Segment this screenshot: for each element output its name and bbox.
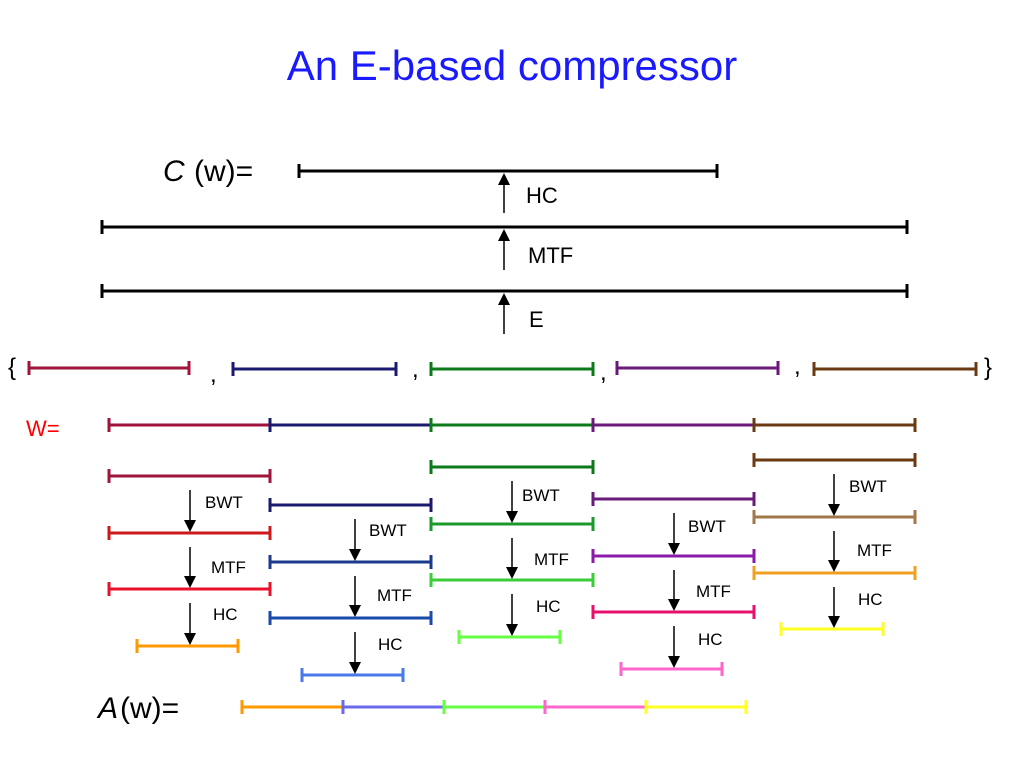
- w-equation-label: W=: [26, 416, 60, 441]
- block-5-step-hc-label: HC: [858, 590, 883, 609]
- set-open-brace: {: [8, 354, 16, 381]
- block-5-input: [752, 453, 917, 467]
- block-4-step-mtf-label: MTF: [696, 582, 731, 601]
- block-3-step-hc-label: HC: [536, 597, 561, 616]
- set-comma-1: ,: [210, 361, 217, 388]
- block-2-input: [268, 498, 433, 512]
- mtf-level-segment: [100, 220, 909, 234]
- block-4-mtf-output: [591, 605, 756, 619]
- w-segment-2: [268, 418, 433, 432]
- block-1-step-mtf-label: MTF: [211, 558, 246, 577]
- block-2-step-hc-label: HC: [378, 635, 403, 654]
- top-hc-label: HC: [526, 183, 558, 208]
- a-segment-3: [442, 700, 547, 714]
- set-segment-4: [615, 361, 780, 375]
- block-1-step-bwt-label: BWT: [205, 493, 243, 512]
- block-5-mtf-output: [752, 566, 917, 580]
- set-comma-4: ,: [794, 353, 801, 380]
- block-3-bwt-output: [429, 517, 595, 531]
- block-3-step-mtf-label: MTF: [534, 550, 569, 569]
- w-segment-5: [752, 418, 917, 432]
- a-segment-4: [543, 700, 648, 714]
- block-2-mtf-output: [268, 611, 433, 625]
- a-equation-rest: (w)=: [120, 692, 179, 725]
- page-title: An E-based compressor: [287, 42, 738, 89]
- block-4-step-bwt-label: BWT: [688, 517, 726, 536]
- block-5-bwt-output: [752, 510, 917, 524]
- block-5-step-mtf-label: MTF: [857, 541, 892, 560]
- block-1-input: [107, 469, 272, 483]
- set-segment-3: [429, 362, 595, 376]
- set-segment-2: [231, 362, 398, 376]
- w-segment-3: [429, 418, 595, 432]
- block-4-bwt-output: [591, 549, 756, 563]
- a-segment-5: [644, 700, 748, 714]
- block-2-bwt-output: [268, 555, 433, 569]
- block-1-bwt-output: [107, 526, 272, 540]
- a-segment-1: [240, 700, 345, 714]
- block-1-mtf-output: [107, 582, 272, 596]
- set-segment-1: [27, 361, 191, 375]
- block-1-step-hc-label: HC: [213, 605, 238, 624]
- block-4-step-hc-label: HC: [698, 630, 723, 649]
- diagram-segments: BWT MTF HC BWT MTF HC BWT MTF HC BWT MTF HC BWT MTF HC: [27, 164, 978, 714]
- block-4-hc-output: [619, 662, 724, 676]
- c-equation-rest: (w)=: [194, 155, 253, 188]
- c-output-segment: [297, 164, 719, 178]
- block-3-input: [429, 460, 595, 474]
- block-4-input: [591, 492, 756, 506]
- set-segment-5: [812, 362, 978, 376]
- block-3-step-bwt-label: BWT: [522, 486, 560, 505]
- block-2-step-mtf-label: MTF: [377, 586, 412, 605]
- block-2-hc-output: [300, 668, 405, 682]
- block-3-hc-output: [457, 630, 562, 644]
- top-e-label: E: [529, 307, 544, 332]
- block-2-step-bwt-label: BWT: [369, 521, 407, 540]
- block-3-mtf-output: [429, 573, 595, 587]
- block-5-hc-output: [779, 622, 885, 636]
- set-comma-2: ,: [412, 356, 419, 383]
- w-segment-4: [591, 418, 756, 432]
- a-equation-symbol: A: [96, 692, 118, 725]
- e-level-segment: [100, 284, 909, 298]
- a-segment-2: [341, 700, 446, 714]
- top-mtf-label: MTF: [528, 243, 573, 268]
- c-equation-symbol: C: [163, 155, 185, 188]
- block-5-step-bwt-label: BWT: [849, 477, 887, 496]
- block-1-hc-output: [135, 639, 240, 653]
- set-close-brace: }: [984, 354, 992, 381]
- w-segment-1: [107, 418, 272, 432]
- set-comma-3: ,: [600, 359, 607, 386]
